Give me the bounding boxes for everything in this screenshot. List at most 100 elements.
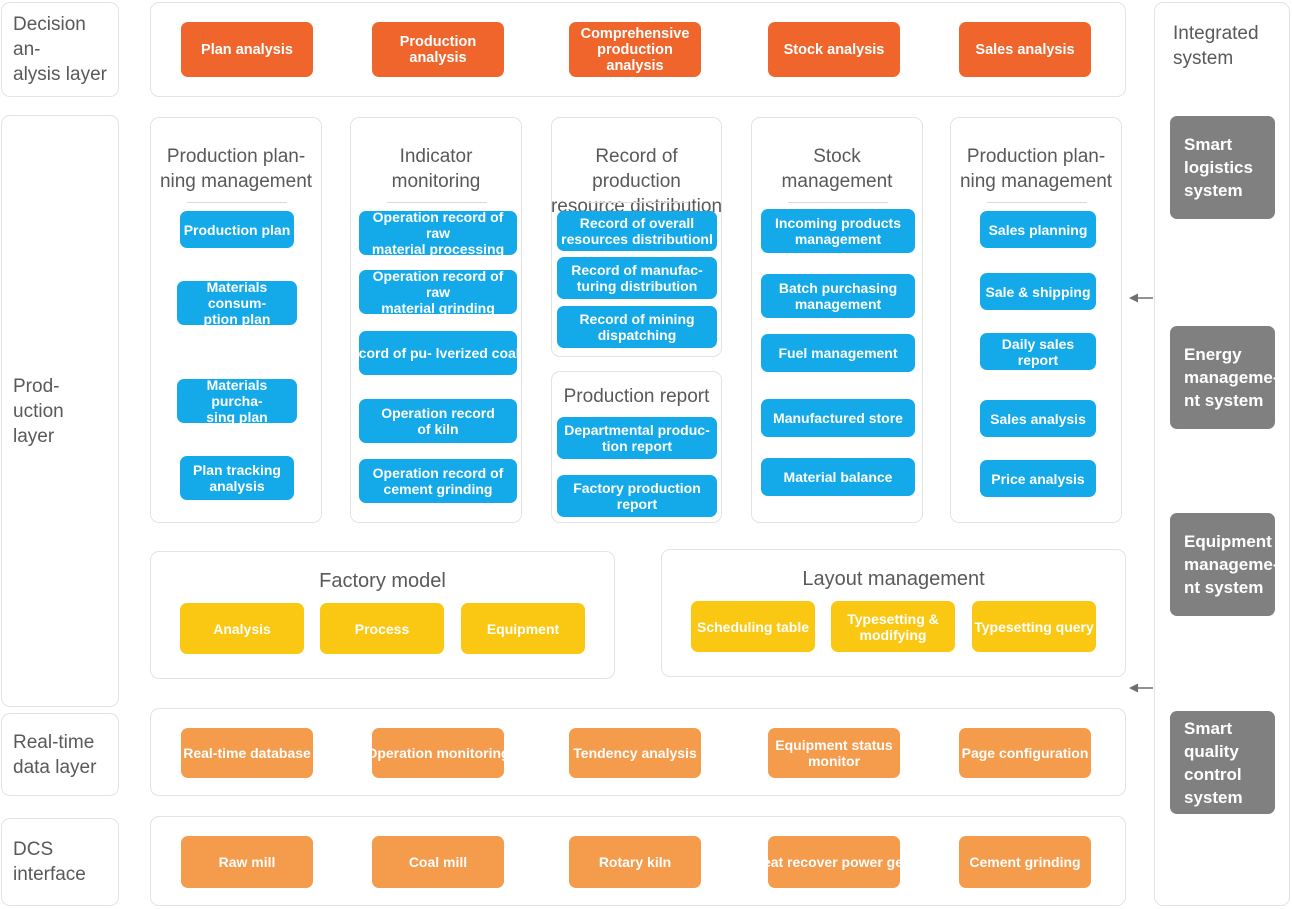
arrow-left-lower (1129, 683, 1153, 693)
chip-waste-heat-recover-power-generation[interactable]: Waste heat recover power generation (768, 836, 900, 888)
chip-sales-analysis[interactable]: Sales analysis (980, 400, 1096, 437)
chip-label: Real-time database (183, 745, 311, 761)
chip-label: Smart quality control system (1184, 718, 1243, 807)
chip-label: Sales analysis (990, 410, 1086, 427)
group-title: Layout management (802, 568, 985, 590)
group-indicator-monitoring: Indicator monitoring Operation record of… (350, 117, 522, 523)
chip-manufactured-store[interactable]: Manufactured store (761, 399, 915, 437)
chip-label: Material balance (783, 469, 893, 485)
integrated-system-panel: Integrated system Smart logistics system… (1154, 2, 1290, 906)
group-production-planning-management-1: Production plan- ning management Product… (150, 117, 322, 523)
chip-label: Plan analysis (201, 41, 293, 58)
chip-label: Price analysis (991, 470, 1085, 487)
chip-factory-model-process[interactable]: Process (320, 603, 444, 654)
chip-page-configuration[interactable]: Page configuration (959, 728, 1091, 778)
group-title: Record of production resource distributi… (550, 146, 723, 217)
chip-label: Operation record of raw material grindin… (372, 270, 504, 314)
chip-label: Sale & shipping (985, 283, 1091, 300)
decision-chip-comprehensive-production-analysis[interactable]: Comprehensive production analysis (569, 22, 701, 77)
layer-label-production-text: Prod- uction layer (13, 375, 64, 447)
chip-label: Cement grinding (969, 854, 1081, 870)
layer-label-realtime-text: Real-time data layer (13, 731, 97, 778)
chip-sale-and-shipping[interactable]: Sale & shipping (980, 273, 1096, 310)
chip-cement-grinding[interactable]: Cement grinding (959, 836, 1091, 888)
chip-tendency-analysis[interactable]: Tendency analysis (569, 728, 701, 778)
chip-materials-purchasing-plan[interactable]: Materials purcha- sing plan (177, 379, 297, 423)
chip-label: Raw mill (218, 854, 276, 870)
layer-label-decision-text: Decision an- alysis layer (13, 14, 107, 85)
chip-label: Stock analysis (783, 41, 885, 58)
chip-label: Materials purcha- sing plan (206, 379, 268, 423)
chip-real-time-database[interactable]: Real-time database (181, 728, 313, 778)
chip-smart-logistics-system[interactable]: Smart logistics system (1170, 116, 1275, 219)
chip-label: Operation record of pu- lverized coal pr… (359, 345, 517, 361)
chip-energy-management-system[interactable]: Energy manageme- nt system (1170, 326, 1275, 429)
chip-batch-purchasing-management[interactable]: Batch purchasing management (761, 274, 915, 318)
chip-record-mining-dispatching[interactable]: Record of mining dispatching (557, 306, 717, 348)
chip-factory-model-analysis[interactable]: Analysis (180, 603, 304, 654)
chip-typesetting-query[interactable]: Typesetting query (972, 601, 1096, 652)
chip-operation-record-raw-material-processing[interactable]: Operation record of raw material process… (359, 211, 517, 255)
chip-scheduling-table[interactable]: Scheduling table (691, 601, 815, 652)
chip-label: Fuel management (778, 345, 898, 361)
chip-label: Typesetting query (974, 618, 1094, 635)
chip-label: Record of mining dispatching (579, 311, 695, 343)
chip-label: Sales analysis (975, 41, 1075, 58)
decision-chip-production-analysis[interactable]: Production analysis (372, 22, 504, 77)
chip-departmental-production-report[interactable]: Departmental produc- tion report (557, 417, 717, 459)
decision-chip-sales-analysis[interactable]: Sales analysis (959, 22, 1091, 77)
chip-label: Coal mill (408, 854, 468, 870)
chip-label: Equipment status monitor (775, 737, 893, 769)
chip-label: Plan tracking analysis (193, 462, 281, 494)
chip-operation-record-raw-material-grinding[interactable]: Operation record of raw material grindin… (359, 270, 517, 314)
chip-daily-sales-report[interactable]: Daily sales report (980, 333, 1096, 370)
realtime-data-panel: Real-time database Operation monitoring … (150, 708, 1126, 796)
chip-operation-monitoring[interactable]: Operation monitoring (372, 728, 504, 778)
chip-incoming-products-management[interactable]: Incoming products management (761, 209, 915, 253)
group-layout-management: Layout management Scheduling table Types… (661, 549, 1126, 677)
chip-factory-model-equipment[interactable]: Equipment (461, 603, 585, 654)
layer-label-dcs: DCS interface (1, 818, 119, 906)
chip-label: Rotary kiln (598, 854, 672, 870)
chip-label: Factory production report (573, 480, 701, 512)
chip-material-balance[interactable]: Material balance (761, 458, 915, 496)
chip-label: Analysis (213, 620, 271, 637)
chip-label: Operation record of cement grinding (372, 465, 504, 497)
chip-factory-production-report[interactable]: Factory production report (557, 475, 717, 517)
chip-plan-tracking-analysis[interactable]: Plan tracking analysis (180, 456, 294, 500)
chip-equipment-status-monitor[interactable]: Equipment status monitor (768, 728, 900, 778)
chip-equipment-management-system[interactable]: Equipment manageme- nt system (1170, 513, 1275, 616)
chip-label: Record of manufac- turing distribution (571, 262, 703, 294)
chip-typesetting-and-modifying[interactable]: Typesetting & modifying (831, 601, 955, 652)
chip-materials-consumption-plan[interactable]: Materials consum- ption plan (177, 281, 297, 325)
chip-raw-mill[interactable]: Raw mill (181, 836, 313, 888)
title-divider (588, 202, 688, 203)
title-divider (788, 202, 888, 203)
decision-chip-stock-analysis[interactable]: Stock analysis (768, 22, 900, 77)
chip-sales-planning[interactable]: Sales planning (980, 211, 1096, 248)
chip-fuel-management[interactable]: Fuel management (761, 334, 915, 372)
chip-label: Batch purchasing management (778, 280, 898, 312)
chip-operation-record-cement-grinding[interactable]: Operation record of cement grinding (359, 459, 517, 503)
integrated-system-title: Integrated system (1173, 23, 1259, 69)
chip-rotary-kiln[interactable]: Rotary kiln (569, 836, 701, 888)
chip-operation-record-of-kiln[interactable]: Operation record of kiln (359, 399, 517, 443)
group-factory-model: Factory model Analysis Process Equipment (150, 551, 615, 679)
chip-record-manufacturing-distribution[interactable]: Record of manufac- turing distribution (557, 257, 717, 299)
chip-price-analysis[interactable]: Price analysis (980, 460, 1096, 497)
chip-label: Scheduling table (696, 618, 809, 635)
arrow-left-upper (1129, 293, 1153, 303)
chip-coal-mill[interactable]: Coal mill (372, 836, 504, 888)
chip-label: Operation monitoring (372, 745, 504, 761)
decision-chip-plan-analysis[interactable]: Plan analysis (181, 22, 313, 77)
title-divider (387, 202, 487, 203)
chip-smart-quality-control-system[interactable]: Smart quality control system (1170, 711, 1275, 814)
chip-label: Daily sales report (1001, 335, 1075, 368)
chip-record-overall-resources-distribution[interactable]: Record of overall resources distribution… (557, 211, 717, 251)
layer-label-dcs-text: DCS interface (13, 839, 86, 885)
chip-operation-record-pulverized-coal-preparation[interactable]: Operation record of pu- lverized coal pr… (359, 331, 517, 375)
chip-label: Materials consum- ption plan (203, 281, 271, 325)
group-title: Stock management (781, 146, 893, 192)
chip-production-plan[interactable]: Production plan (180, 211, 294, 248)
